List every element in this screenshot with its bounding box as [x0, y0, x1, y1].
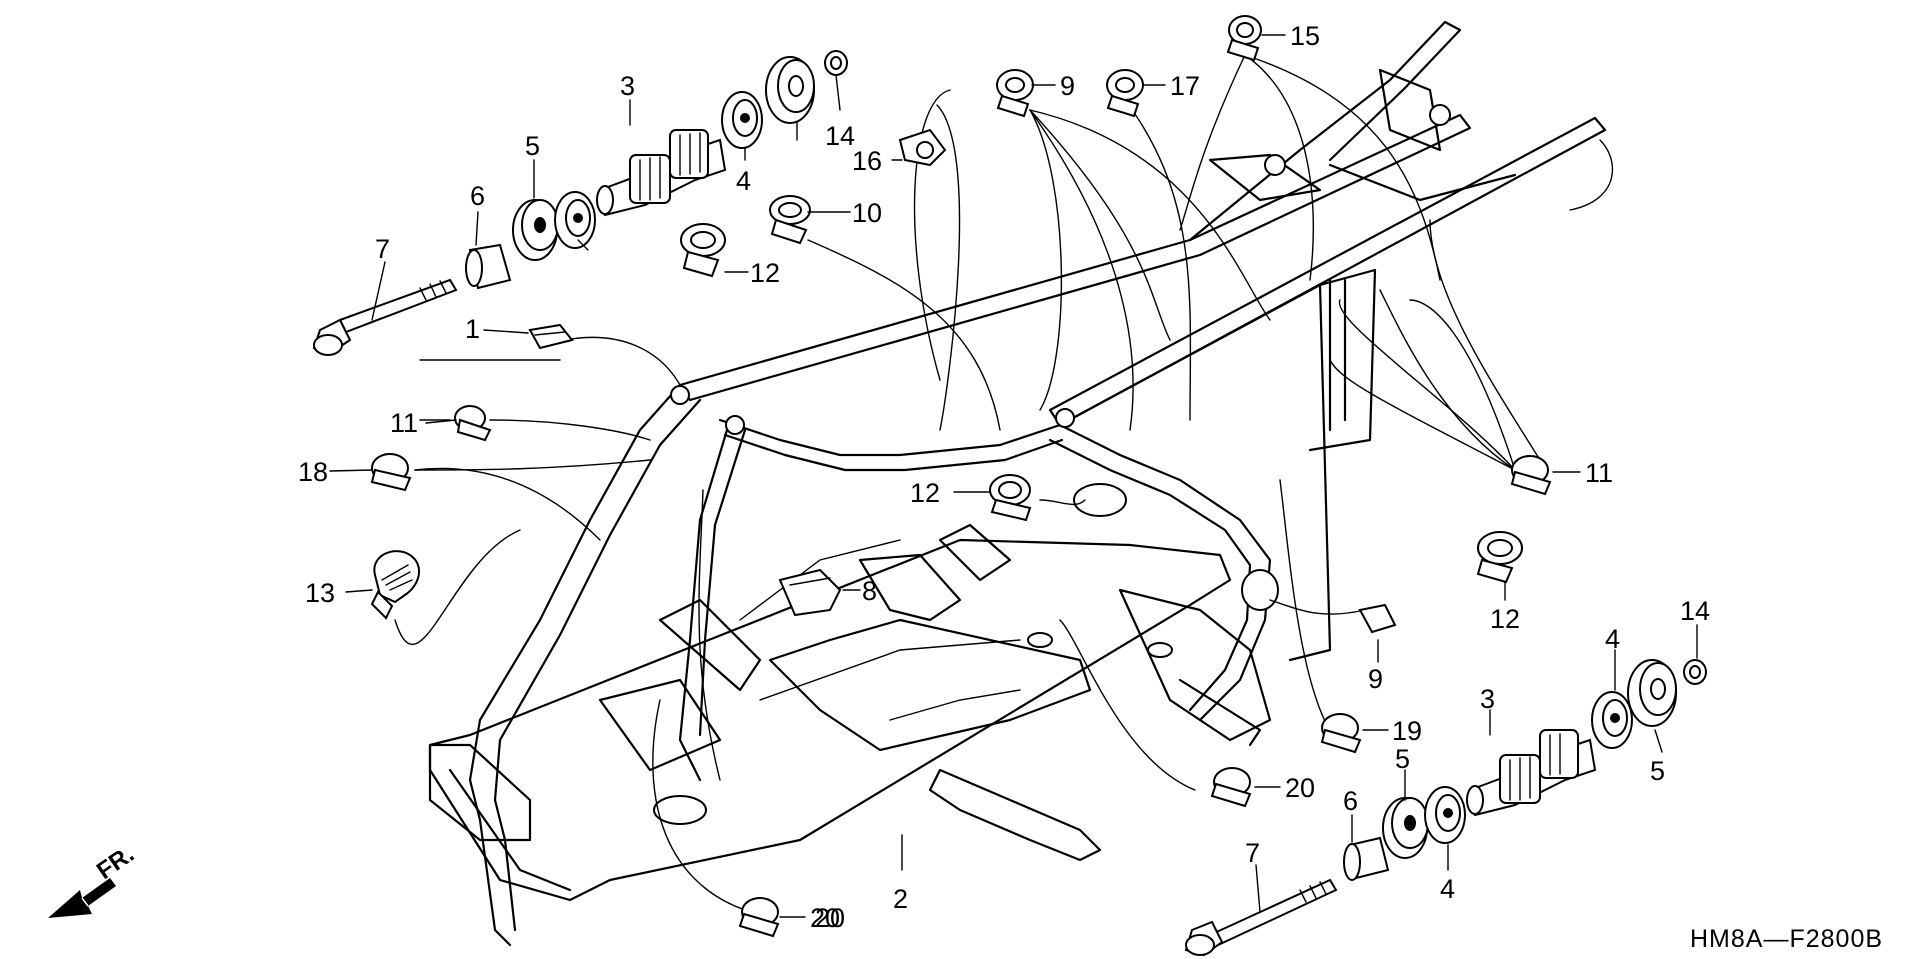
callout-10: 10 [852, 198, 882, 228]
bearing-right-inner [1424, 786, 1466, 844]
callout-3-right: 3 [1480, 684, 1495, 714]
clip-9-right [1358, 603, 1397, 634]
front-direction-arrow-icon [48, 878, 116, 918]
axle-hub-left [596, 129, 727, 217]
callout-6-right: 6 [1343, 786, 1358, 816]
callout-2: 2 [893, 884, 908, 914]
clamp-15 [1226, 15, 1262, 62]
clamp-12-left [680, 223, 726, 278]
callout-7: 7 [375, 234, 390, 264]
axle-hub-right [1466, 729, 1597, 817]
clip-20-right [1210, 767, 1252, 808]
right-axle-assembly [1184, 659, 1707, 957]
clip-16 [898, 128, 947, 167]
bearing-cap-right-inner [1382, 797, 1429, 859]
callout-17: 17 [1170, 71, 1200, 101]
callout-5-right-outer: 5 [1650, 756, 1665, 786]
callout-20-bottom: 20 [815, 903, 845, 933]
callout-12-center: 12 [910, 478, 940, 508]
callout-7-right: 7 [1245, 838, 1260, 868]
clip-20-bottom [738, 897, 780, 938]
clip-18 [370, 453, 412, 492]
callout-3: 3 [620, 71, 635, 101]
flange-bolt-right [1184, 878, 1338, 957]
front-marker: FR. [48, 841, 139, 918]
callout-6: 6 [470, 181, 485, 211]
flange-bolt-left [312, 278, 458, 356]
callout-11: 11 [390, 408, 418, 438]
callout-14: 14 [825, 121, 855, 151]
collar-left [465, 243, 512, 290]
clamp-17 [1106, 69, 1144, 118]
bearing-cap-left-outer [765, 56, 815, 124]
clamp-9-top [996, 69, 1034, 118]
callout-5-right-inner: 5 [1395, 744, 1410, 774]
callout-4-right-inner: 4 [1440, 874, 1455, 904]
callout-15: 15 [1290, 21, 1320, 51]
left-axle-assembly [312, 50, 848, 356]
callout-9-right: 9 [1368, 664, 1383, 694]
nut-right [1683, 659, 1707, 685]
clip-19 [1320, 713, 1362, 754]
wire-clips [370, 15, 1552, 938]
callout-1: 1 [465, 314, 480, 344]
front-marker-label: FR. [92, 841, 139, 885]
callout-4: 4 [736, 166, 751, 196]
callout-12-right: 12 [1490, 604, 1520, 634]
clamp-12-center [989, 474, 1032, 522]
callout-4-right-outer: 4 [1605, 624, 1620, 654]
callout-11-right: 11 [1585, 458, 1613, 488]
bearing-left-outer [721, 91, 763, 149]
callout-20: 20 [810, 903, 840, 933]
callout-5: 5 [525, 131, 540, 161]
callout-19: 19 [1392, 716, 1422, 746]
clamp-10 [769, 195, 811, 245]
nut-left [824, 50, 848, 76]
callout-8: 8 [862, 576, 877, 606]
clip-8 [778, 568, 842, 617]
callout-ticks [329, 34, 1698, 918]
callout-9: 9 [1060, 71, 1075, 101]
clamp-13 [370, 550, 420, 620]
bearing-right-outer [1591, 691, 1633, 749]
callout-12: 12 [750, 258, 780, 288]
main-frame [428, 20, 1607, 947]
clip-11-right [1510, 455, 1552, 496]
bearing-left-inner [554, 191, 596, 249]
collar-right [1343, 836, 1390, 881]
clip-1 [528, 323, 574, 350]
callout-18: 18 [298, 457, 328, 487]
bearing-cap-right-outer [1627, 659, 1677, 727]
callout-20-right: 20 [1285, 773, 1315, 803]
clip-11-left [454, 405, 492, 442]
bearing-cap-left-inner [512, 199, 559, 261]
callout-13: 13 [305, 578, 335, 608]
diagram-code: HM8A—F2800B [1690, 925, 1883, 953]
callout-16: 16 [852, 146, 882, 176]
callout-14-right: 14 [1680, 596, 1710, 626]
clamp-12-right [1476, 531, 1523, 584]
callout-numbers: 1 2 3 4 5 6 7 8 9 10 11 12 13 14 15 16 1… [298, 21, 1710, 933]
